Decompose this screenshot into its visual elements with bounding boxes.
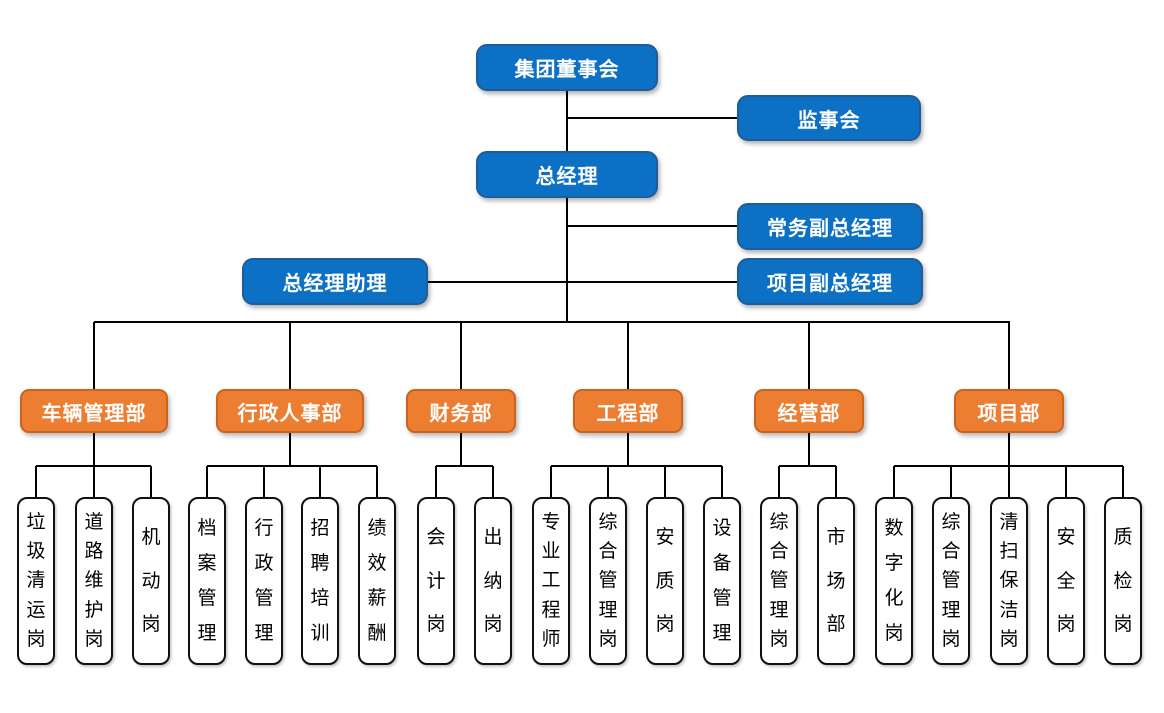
connector-line	[319, 466, 321, 497]
node-label: 常务副总经理	[767, 218, 893, 240]
connector-line	[550, 466, 552, 497]
connector-line	[721, 466, 723, 497]
node-position-road-maintenance: 道路维护岗	[75, 497, 113, 665]
connector-line	[435, 466, 437, 497]
node-dept-finance: 财务部	[406, 389, 516, 433]
connector-line	[206, 466, 208, 497]
connector-line	[93, 433, 95, 466]
connector-line	[376, 466, 378, 497]
connector-line	[460, 433, 462, 466]
connector-line	[607, 466, 609, 497]
connector-line	[1008, 466, 1010, 497]
node-label: 经营部	[777, 402, 841, 425]
node-position-quality-inspection: 质检岗	[1104, 497, 1142, 665]
connector-line	[567, 117, 737, 119]
node-general-manager: 总经理	[476, 151, 658, 198]
node-label: 行政人事部	[237, 402, 343, 425]
node-label: 集团董事会	[514, 59, 620, 81]
node-label: 车辆管理部	[41, 402, 147, 425]
node-position-cashier: 出纳岗	[474, 497, 512, 665]
connector-line	[950, 466, 952, 497]
node-position-garbage-removal: 垃圾清运岗	[17, 497, 55, 665]
node-label: 监事会	[797, 109, 861, 132]
connector-line	[93, 322, 95, 389]
connector-line	[778, 466, 780, 497]
connector-line	[207, 465, 377, 467]
connector-line	[1008, 322, 1010, 389]
node-dept-operations: 经营部	[754, 389, 864, 433]
node-position-market: 市场部	[817, 497, 855, 665]
connector-line	[566, 91, 568, 151]
node-position-digitalization: 数字化岗	[875, 497, 913, 665]
node-position-accounting: 会计岗	[417, 497, 455, 665]
node-gm-assistant: 总经理助理	[242, 258, 428, 305]
node-dept-engineering: 工程部	[573, 389, 683, 433]
node-group-board: 集团董事会	[476, 44, 658, 91]
connector-line	[664, 466, 666, 497]
connector-line	[289, 433, 291, 466]
node-dept-vehicle-management: 车辆管理部	[20, 389, 168, 433]
connector-line	[566, 198, 568, 322]
node-position-cleaning: 清扫保洁岗	[990, 497, 1028, 665]
connector-line	[93, 466, 95, 497]
connector-line	[567, 225, 737, 227]
connector-line	[1008, 433, 1010, 466]
connector-line	[94, 321, 1010, 323]
node-project-deputy-gm: 项目副总经理	[737, 258, 923, 305]
node-label: 项目部	[977, 402, 1041, 425]
connector-line	[289, 322, 291, 389]
node-dept-project: 项目部	[954, 389, 1064, 433]
node-position-safety: 安全岗	[1047, 497, 1085, 665]
node-position-equipment-management: 设备管理	[703, 497, 741, 665]
node-supervisory-board: 监事会	[737, 95, 921, 141]
connector-line	[492, 466, 494, 497]
node-position-archives-management: 档案管理	[188, 497, 226, 665]
connector-line	[460, 322, 462, 389]
node-dept-admin-hr: 行政人事部	[216, 389, 364, 433]
connector-line	[835, 466, 837, 497]
connector-line	[894, 465, 1123, 467]
node-position-general-management-ops: 综合管理岗	[760, 497, 798, 665]
connector-line	[436, 465, 493, 467]
connector-line	[808, 322, 810, 389]
node-executive-deputy-gm: 常务副总经理	[737, 203, 923, 250]
node-label: 财务部	[429, 402, 493, 425]
connector-line	[1065, 466, 1067, 497]
connector-line	[35, 466, 37, 497]
node-position-admin-management: 行政管理	[245, 497, 283, 665]
connector-line	[627, 433, 629, 466]
node-position-general-management-eng: 综合管理岗	[589, 497, 627, 665]
node-position-mobile: 机动岗	[132, 497, 170, 665]
connector-line	[428, 281, 737, 283]
node-label: 总经理助理	[282, 273, 388, 295]
node-label: 总经理	[535, 166, 599, 188]
node-position-performance-payroll: 绩效薪酬	[358, 497, 396, 665]
node-label: 项目副总经理	[767, 273, 893, 295]
node-position-recruit-training: 招聘培训	[301, 497, 339, 665]
connector-line	[893, 466, 895, 497]
connector-line	[150, 466, 152, 497]
connector-line	[263, 466, 265, 497]
node-position-safety-quality: 安质岗	[646, 497, 684, 665]
connector-line	[627, 322, 629, 389]
connector-line	[1122, 466, 1124, 497]
node-position-professional-engineer: 专业工程师	[532, 497, 570, 665]
node-position-general-management-proj: 综合管理岗	[932, 497, 970, 665]
connector-line	[551, 465, 722, 467]
node-label: 工程部	[596, 402, 660, 425]
connector-line	[36, 465, 151, 467]
connector-line	[779, 465, 836, 467]
connector-line	[808, 433, 810, 466]
